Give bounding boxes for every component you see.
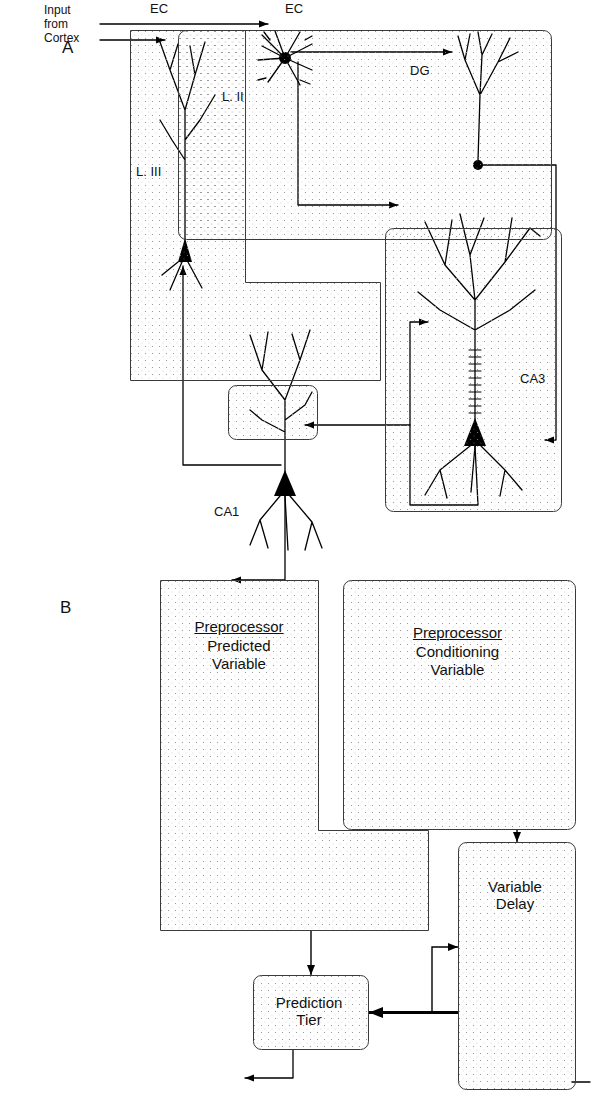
block-label: Variable Delay [475, 878, 555, 913]
region-border [229, 386, 318, 440]
region-border [386, 229, 562, 512]
flow-arrow [432, 947, 458, 1013]
brain-region: CA3 [385, 228, 562, 512]
brain-region: ECL. IIDG [178, 30, 552, 240]
brain-region: CA1 [228, 385, 318, 440]
pyramidal-soma [274, 470, 296, 496]
region-label: L. III [136, 165, 161, 180]
region-label: EC [285, 2, 303, 17]
ca1-output [232, 496, 285, 580]
region-outline [343, 580, 576, 830]
region-label: CA3 [520, 372, 545, 387]
prediction-output [245, 1050, 293, 1078]
block-heading: Preprocessor [184, 618, 294, 635]
input-fiber [100, 23, 268, 24]
region-border [179, 31, 552, 240]
region-outline [178, 30, 552, 240]
process-block: Variable Delay [458, 842, 576, 1090]
region-outline [385, 228, 562, 512]
region-border [344, 581, 576, 830]
region-label: CA1 [214, 505, 239, 520]
block-heading: Preprocessor [403, 624, 513, 641]
process-block: Prediction Tier [253, 975, 369, 1050]
process-block: PreprocessorConditioning Variable [343, 580, 576, 830]
region-border [459, 843, 576, 1090]
panel-letter: B [60, 598, 71, 618]
region-border [254, 976, 369, 1050]
block-label: Prediction Tier [269, 994, 349, 1029]
input-label: Input from Cortex [44, 4, 90, 45]
region-label: L. II [222, 90, 244, 105]
block-label: Predicted Variable [184, 637, 294, 672]
region-outline [228, 385, 318, 440]
flow-arrow [516, 830, 517, 842]
block-label: Conditioning Variable [403, 643, 513, 678]
flow-arrow [310, 930, 311, 975]
region-label: DG [410, 64, 430, 79]
region-label: EC [150, 2, 168, 17]
